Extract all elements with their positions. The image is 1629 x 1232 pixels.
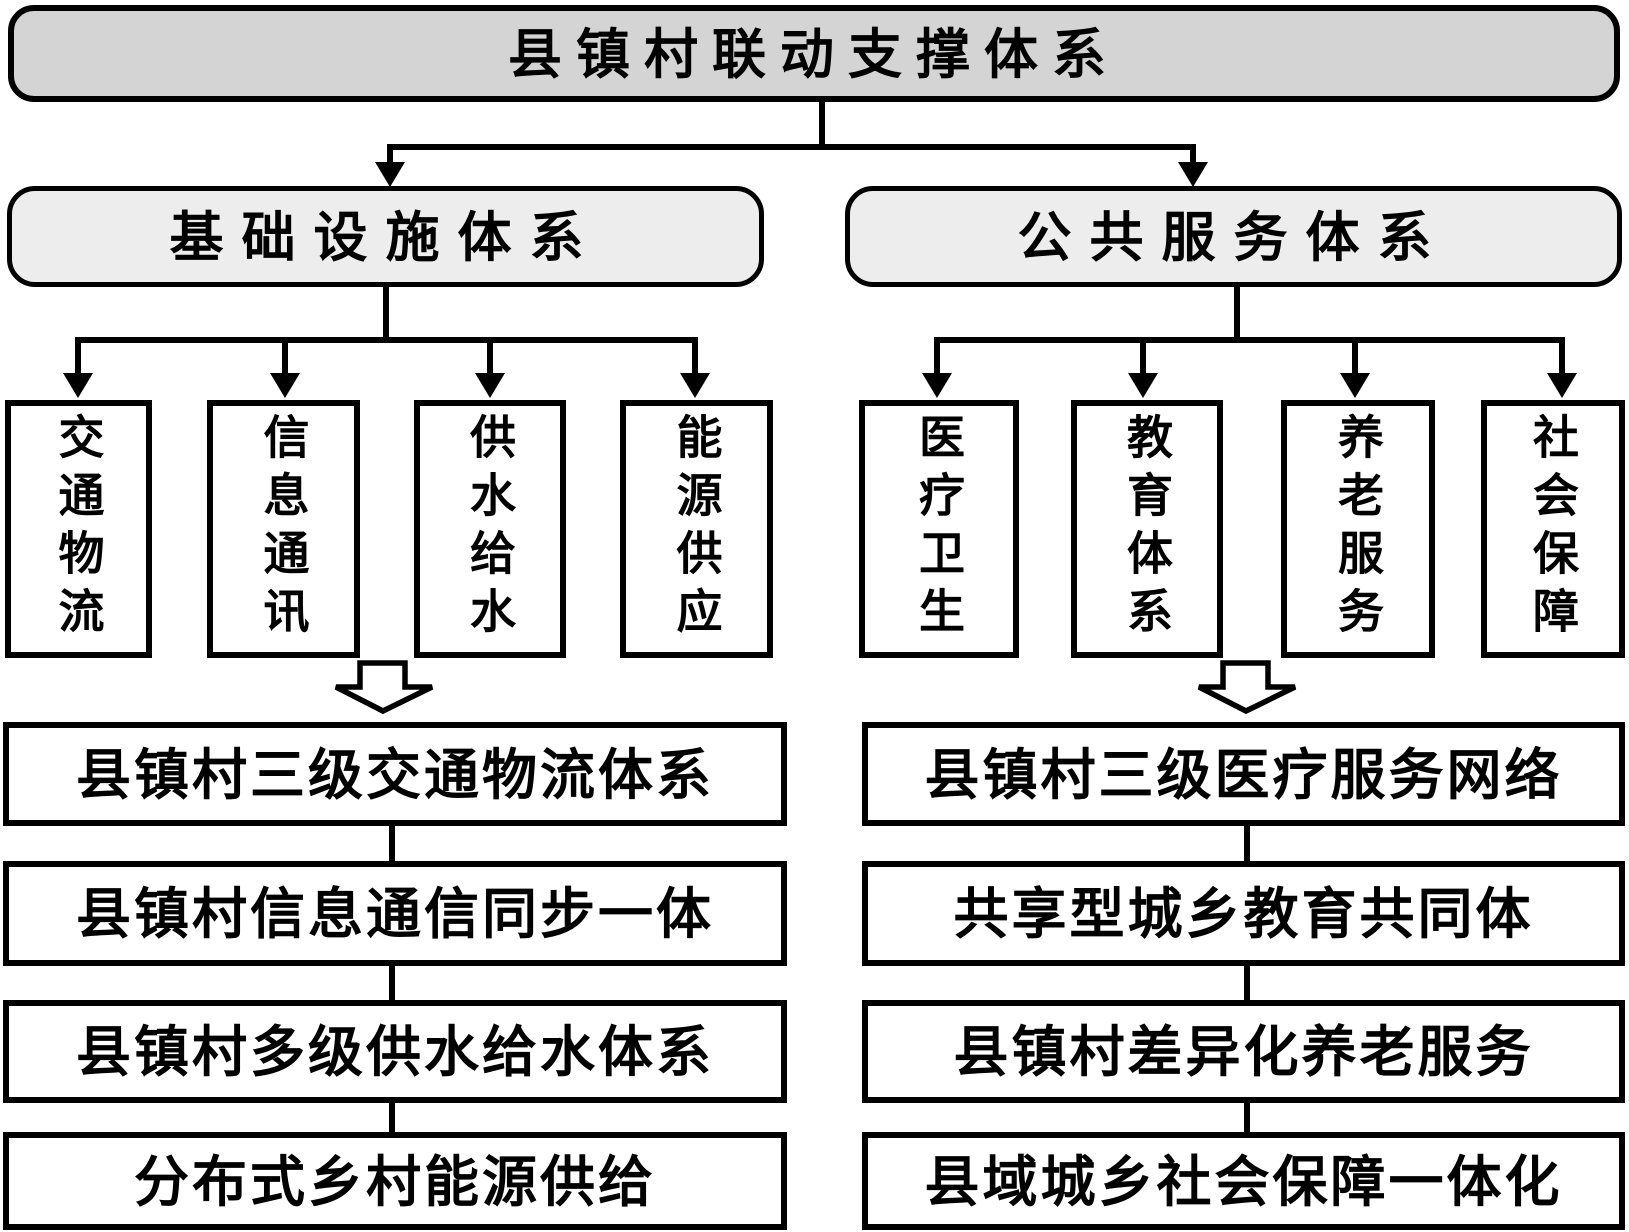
right-branch-horizontal-line [934, 337, 1565, 343]
left-branch-horizontal-line [75, 337, 698, 343]
branch-public-service-box: 公共服务体系 [845, 186, 1622, 287]
outcome-water-box: 县镇村多级供水给水体系 [3, 1000, 787, 1103]
connector-root-horizontal-line [387, 144, 1196, 150]
root-label: 县镇村联动支撑体系 [508, 21, 1120, 86]
arrowhead-to-left-branch-icon [375, 162, 405, 187]
item-information-communication-box: 信息通讯 [207, 400, 360, 658]
outcome-medical-box: 县镇村三级医疗服务网络 [862, 722, 1625, 826]
item-social-security-box: 社会保障 [1481, 400, 1625, 658]
item-education-system-label: 教育体系 [1120, 413, 1174, 645]
connector-root-stub-line [819, 102, 825, 150]
item-transport-logistics-label: 交通物流 [51, 413, 106, 645]
outcome-education-box: 共享型城乡教育共同体 [862, 861, 1625, 966]
item-medical-health-box: 医疗卫生 [859, 400, 1019, 658]
left-outcome-connector-3-line [389, 1103, 395, 1132]
outcome-elderly-label: 县镇村差异化养老服务 [953, 1019, 1534, 1084]
item-energy-supply-label: 能源供应 [669, 413, 724, 645]
outcome-transport-label: 县镇村三级交通物流体系 [75, 741, 714, 807]
item-transport-logistics-box: 交通物流 [5, 400, 152, 658]
outcome-transport-box: 县镇村三级交通物流体系 [3, 722, 787, 826]
branch-public-service-label: 公共服务体系 [1017, 204, 1450, 269]
arrowhead-left-item-1-icon [63, 373, 93, 398]
right-drop-2-line [1140, 337, 1146, 375]
item-water-supply-label: 供水给水 [463, 413, 517, 645]
left-branch-stub-line [383, 287, 389, 340]
item-education-system-box: 教育体系 [1071, 400, 1223, 658]
arrowhead-left-item-2-icon [270, 373, 300, 398]
item-social-security-label: 社会保障 [1526, 413, 1580, 645]
outcome-energy-box: 分布式乡村能源供给 [3, 1132, 787, 1230]
arrowhead-right-item-4-icon [1547, 373, 1577, 398]
right-outcome-connector-1-line [1244, 826, 1250, 861]
left-drop-4-line [692, 337, 698, 375]
outcome-information-box: 县镇村信息通信同步一体 [3, 861, 787, 966]
right-branch-stub-line [1234, 287, 1240, 340]
arrowhead-right-item-3-icon [1340, 373, 1370, 398]
arrowhead-right-item-1-icon [922, 373, 952, 398]
branch-infrastructure-label: 基础设施体系 [169, 204, 602, 269]
outcome-information-label: 县镇村信息通信同步一体 [75, 881, 714, 946]
connector-drop-left-line [387, 144, 393, 166]
arrowhead-to-right-branch-icon [1178, 162, 1208, 187]
right-drop-3-line [1352, 337, 1358, 375]
left-drop-1-line [75, 337, 81, 375]
item-medical-health-label: 医疗卫生 [912, 413, 966, 645]
item-information-communication-label: 信息通讯 [256, 413, 311, 645]
item-elderly-care-label: 养老服务 [1331, 413, 1385, 645]
outcome-medical-label: 县镇村三级医疗服务网络 [924, 741, 1563, 807]
block-arrow-down-right-icon [1197, 660, 1297, 714]
item-energy-supply-box: 能源供应 [620, 400, 773, 658]
outcome-education-label: 共享型城乡教育共同体 [953, 881, 1534, 946]
block-arrow-down-left-icon [334, 660, 434, 714]
left-drop-2-line [282, 337, 288, 375]
right-drop-4-line [1559, 337, 1565, 375]
right-outcome-connector-2-line [1244, 966, 1250, 1000]
right-outcome-connector-3-line [1244, 1103, 1250, 1132]
item-elderly-care-box: 养老服务 [1281, 400, 1435, 658]
right-drop-1-line [934, 337, 940, 375]
left-drop-3-line [487, 337, 493, 375]
outcome-energy-label: 分布式乡村能源供给 [133, 1148, 656, 1214]
connector-drop-right-line [1190, 144, 1196, 166]
outcome-social-security-label: 县域城乡社会保障一体化 [924, 1148, 1563, 1214]
item-water-supply-box: 供水给水 [414, 400, 566, 658]
arrowhead-right-item-2-icon [1128, 373, 1158, 398]
outcome-elderly-box: 县镇村差异化养老服务 [862, 1000, 1625, 1103]
outcome-social-security-box: 县域城乡社会保障一体化 [862, 1132, 1625, 1230]
branch-infrastructure-box: 基础设施体系 [7, 186, 764, 287]
outcome-water-label: 县镇村多级供水给水体系 [75, 1019, 714, 1084]
left-outcome-connector-2-line [389, 966, 395, 1000]
left-outcome-connector-1-line [389, 826, 395, 861]
arrowhead-left-item-4-icon [680, 373, 710, 398]
arrowhead-left-item-3-icon [475, 373, 505, 398]
root-box: 县镇村联动支撑体系 [8, 5, 1620, 102]
